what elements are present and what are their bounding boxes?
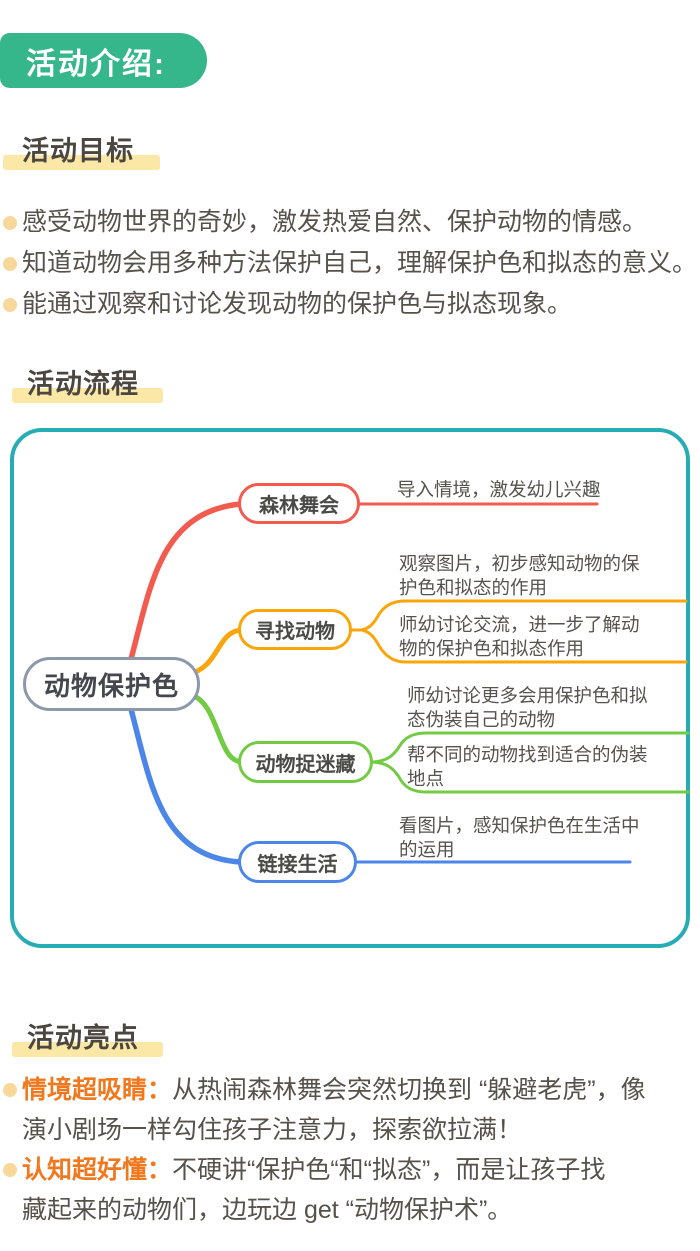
bullet-dot-icon	[3, 216, 17, 230]
bullet-dot-icon	[3, 1163, 17, 1177]
caption-branch2-a: 观察图片，初步感知动物的保 护色和拟态的作用	[399, 553, 640, 598]
mindmap-node-link-life: 链接生活	[238, 841, 357, 883]
mindmap-node-find-animals: 寻找动物	[238, 609, 352, 650]
highlight-text: 从热闹森林舞会突然切换到 “躲避老虎”，像 演小剧场一样勾住孩子注意力，探索欲拉…	[22, 1076, 646, 1144]
mindmap-center-node: 动物保护色	[23, 657, 200, 711]
branch2-underline-top	[351, 599, 688, 632]
goal-item: 知道动物会用多种方法保护自己，理解保护色和拟态的意义。	[0, 243, 700, 284]
highlight-keyword: 认知超好懂：	[22, 1156, 173, 1184]
branch-curve-blue	[125, 695, 243, 865]
flow-section-title: 活动流程	[27, 369, 139, 399]
goal-text: 知道动物会用多种方法保护自己，理解保护色和拟态的意义。	[22, 249, 698, 277]
goal-text: 感受动物世界的奇妙，激发热爱自然、保护动物的情感。	[22, 208, 648, 236]
highlight-item: 认知超好懂：不硬讲“保护色“和“拟态”，而是让孩子找 藏起来的动物们，边玩边 g…	[0, 1150, 700, 1230]
mindmap-border-box	[10, 428, 690, 948]
branch3-underline-top	[371, 731, 690, 764]
highlights-title-highlight	[12, 1042, 163, 1057]
mindmap-canvas	[10, 428, 690, 948]
caption-branch4: 看图片，感知保护色在生活中 的运用	[399, 815, 640, 860]
branch2-underline-bottom	[351, 628, 688, 664]
mindmap-diagram: 动物保护色 森林舞会 寻找动物 动物捉迷藏 链接生活 导入情境，激发幼儿兴趣 观…	[10, 428, 690, 948]
bullet-dot-icon	[3, 298, 17, 312]
caption-branch2-b: 师幼讨论交流，进一步了解动 物的保护色和拟态作用	[399, 614, 640, 659]
flow-title-highlight	[12, 388, 163, 403]
branch-curve-red	[125, 501, 243, 673]
mindmap-node-hide-seek: 动物捉迷藏	[238, 741, 373, 783]
mindmap-node-forest-dance: 森林舞会	[238, 483, 360, 524]
caption-branch1: 导入情境，激发幼儿兴趣	[397, 479, 601, 500]
highlight-keyword: 情境超吸睛：	[22, 1076, 173, 1104]
activity-intro-badge: 活动介绍:	[0, 33, 207, 88]
highlight-text: 不硬讲“保护色“和“拟态”，而是让孩子找 藏起来的动物们，边玩边 get “动物…	[22, 1156, 606, 1224]
highlight-item: 情境超吸睛：从热闹森林舞会突然切换到 “躲避老虎”，像 演小剧场一样勾住孩子注意…	[0, 1070, 700, 1150]
badge-label: 活动介绍:	[26, 47, 166, 81]
goal-item: 能通过观察和讨论发现动物的保护色与拟态现象。	[0, 284, 700, 325]
branch3-underline-bottom	[371, 760, 690, 794]
caption-branch3-a: 师幼讨论更多会用保护色和拟 态伪装自己的动物	[407, 685, 648, 730]
goals-list: 感受动物世界的奇妙，激发热爱自然、保护动物的情感。 知道动物会用多种方法保护自己…	[0, 202, 700, 325]
branch-curve-green	[185, 691, 245, 765]
goal-text: 能通过观察和讨论发现动物的保护色与拟态现象。	[22, 290, 573, 318]
highlights-list: 情境超吸睛：从热闹森林舞会突然切换到 “躲避老虎”，像 演小剧场一样勾住孩子注意…	[0, 1070, 700, 1230]
bullet-dot-icon	[3, 1083, 17, 1097]
highlights-section-title: 活动亮点	[27, 1023, 139, 1053]
goal-item: 感受动物世界的奇妙，激发热爱自然、保护动物的情感。	[0, 202, 700, 243]
goals-section-title: 活动目标	[22, 136, 134, 166]
caption-branch3-b: 帮不同的动物找到适合的伪装 地点	[407, 744, 648, 789]
goals-title-highlight	[3, 155, 160, 170]
bullet-dot-icon	[3, 257, 17, 271]
